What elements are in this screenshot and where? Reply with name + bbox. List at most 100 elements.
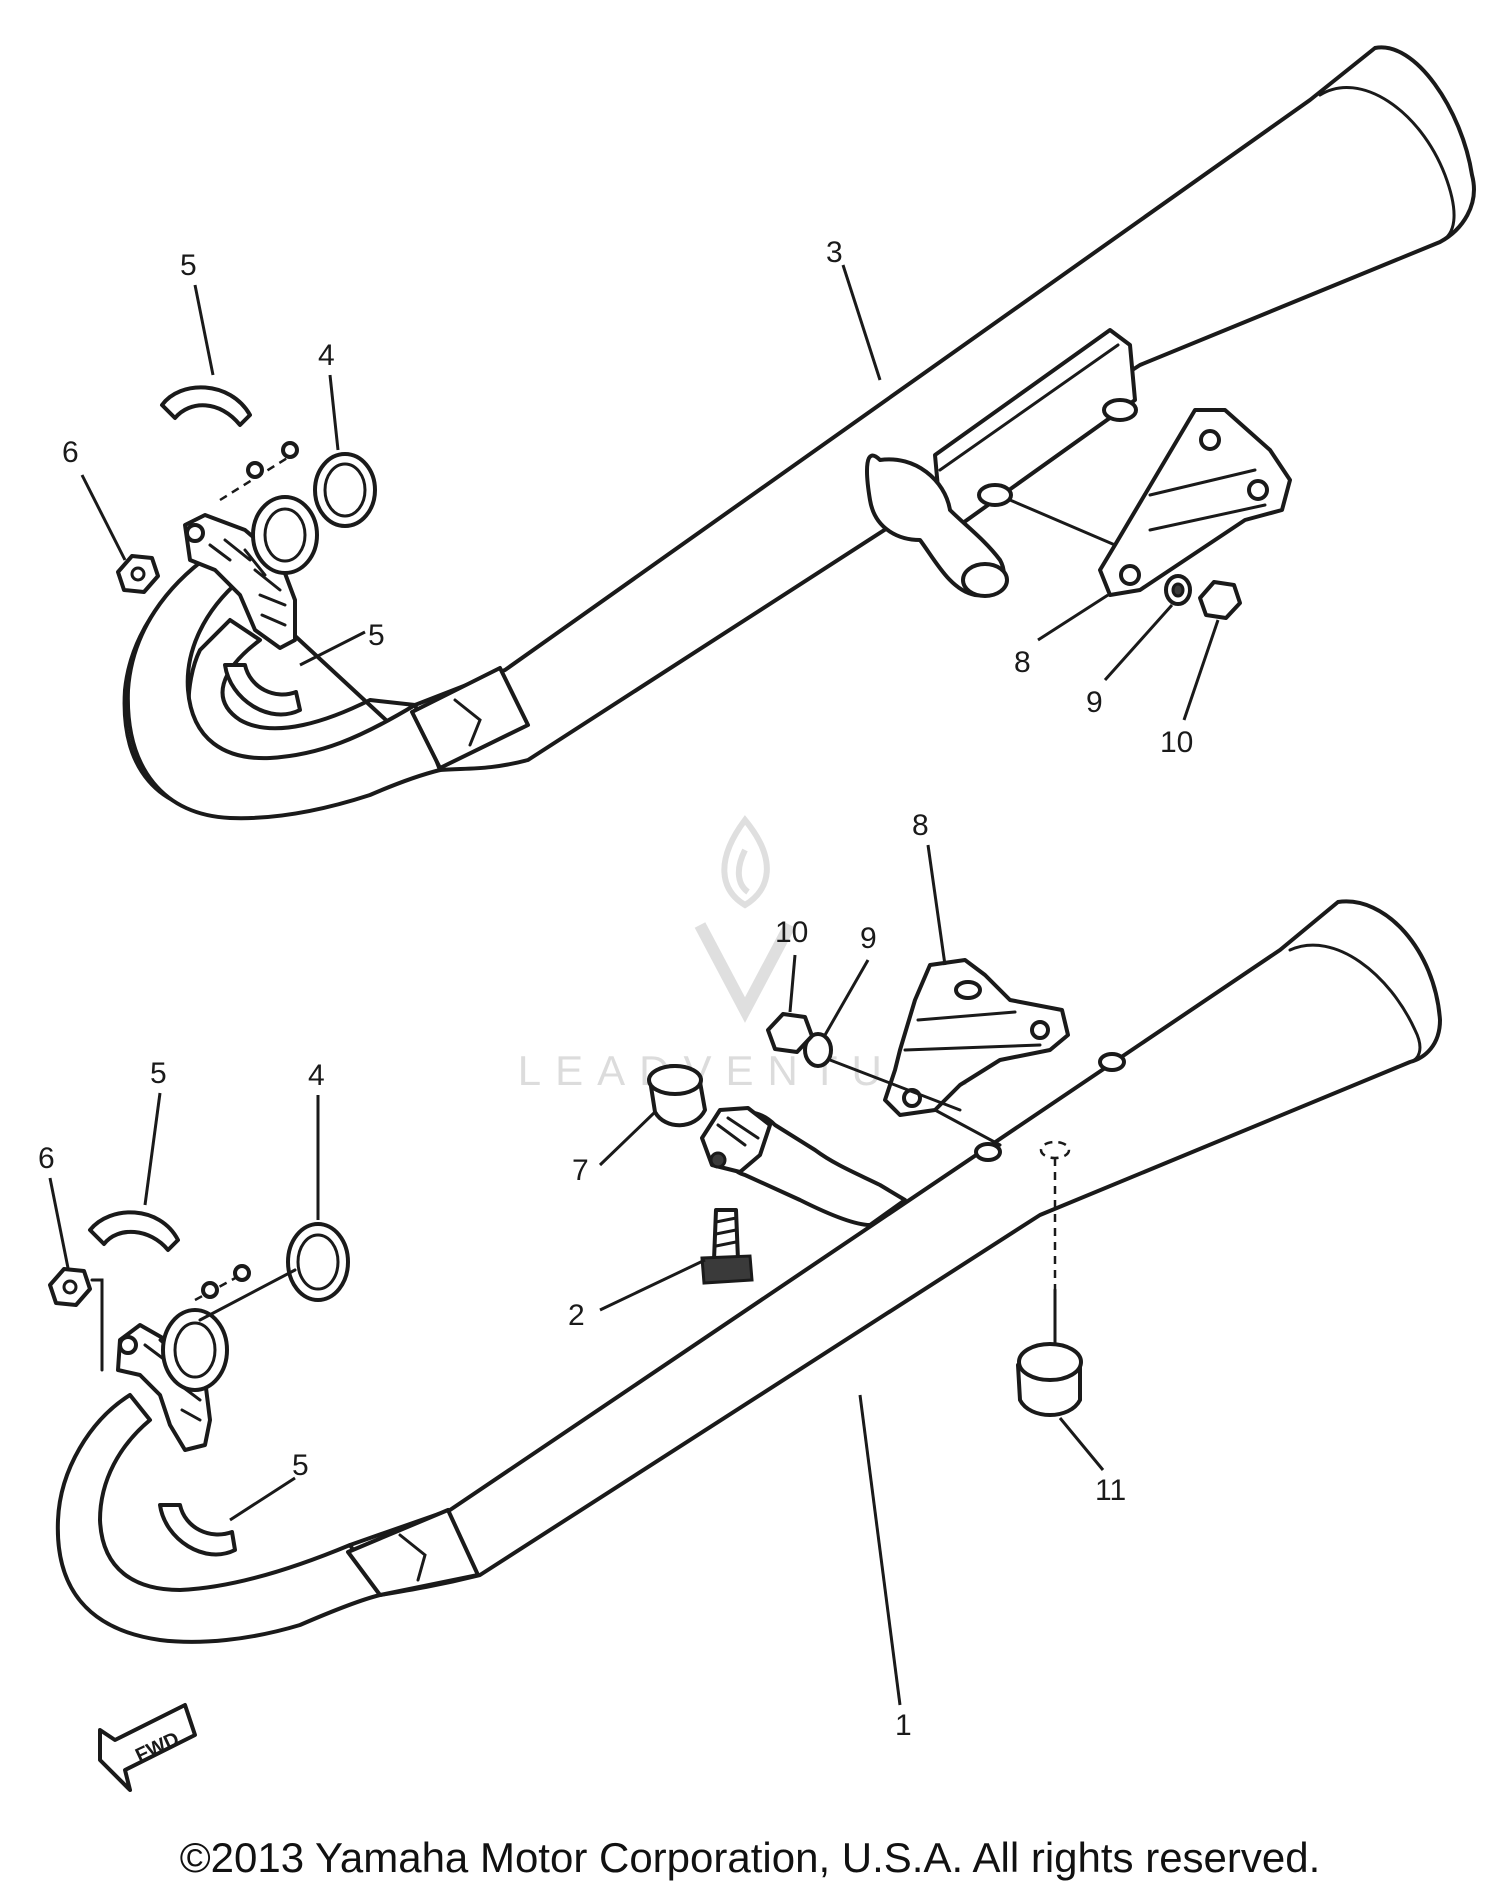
bottom-bushing-7-top xyxy=(647,1064,703,1096)
callout-bottom-9: 9 xyxy=(860,922,877,955)
leader-top-3 xyxy=(841,264,882,381)
callout-bottom-11: 11 xyxy=(1095,1474,1126,1507)
bottom-gasket-line xyxy=(198,1268,297,1322)
top-clamp-ribs xyxy=(208,538,287,627)
callouts-top: 5 4 6 5 3 8 9 10 xyxy=(62,236,1193,759)
bottom-flange-ribs xyxy=(716,1116,760,1147)
callout-top-3: 3 xyxy=(826,236,843,269)
leader-top-9 xyxy=(1103,604,1174,681)
callout-top-8: 8 xyxy=(1014,646,1031,679)
top-nut-6 xyxy=(116,554,160,594)
callout-bottom-5b: 5 xyxy=(292,1449,309,1482)
bottom-muffler-stud-2 xyxy=(974,1142,1002,1162)
bottom-mount-plate-fold xyxy=(903,1010,1042,1052)
top-body-bracket-edge xyxy=(938,343,1120,472)
bottom-half-ring-upper xyxy=(88,1210,180,1252)
bottom-gasket-4-inner xyxy=(296,1233,340,1291)
bottom-muffler-endcap xyxy=(1288,943,1422,1064)
leader-bottom-5b xyxy=(229,1476,296,1522)
top-head-pipe-outer xyxy=(125,553,442,821)
bottom-muffler-stud xyxy=(1098,1052,1126,1072)
top-muffler-endcap xyxy=(1318,85,1456,244)
bottom-mount-plate-hole-1 xyxy=(954,980,982,1000)
bottom-mount-plate xyxy=(883,958,1070,1117)
callout-bottom-6: 6 xyxy=(38,1142,55,1175)
bottom-muffler-body xyxy=(348,899,1442,1597)
top-crossover-stub-end xyxy=(961,562,1009,598)
callout-top-9: 9 xyxy=(1086,686,1103,719)
bottom-port-ring xyxy=(161,1308,229,1392)
callout-bottom-7: 7 xyxy=(572,1154,589,1187)
top-port-ring xyxy=(251,495,319,575)
leader-lines xyxy=(48,264,1220,1706)
top-muffler-body xyxy=(413,45,1476,772)
callout-top-6: 6 xyxy=(62,436,79,469)
bottom-joint-collar xyxy=(346,1508,480,1597)
bottom-nut-10 xyxy=(766,1012,814,1054)
top-mount-plate-fold xyxy=(1148,468,1267,532)
top-half-ring-upper xyxy=(160,385,252,427)
leader-bottom-2 xyxy=(599,1258,706,1312)
leader-bottom-5a xyxy=(143,1092,162,1206)
leader-bottom-8 xyxy=(926,844,947,966)
top-stud-boss-1 xyxy=(1102,398,1138,422)
top-port-ring-inner xyxy=(263,507,307,563)
callout-bottom-8: 8 xyxy=(912,809,929,842)
top-assembly-line xyxy=(1008,498,1117,547)
callout-top-10: 10 xyxy=(1160,726,1193,759)
bottom-stud-dot-1 xyxy=(201,1281,219,1299)
bottom-bolt-2-thread xyxy=(714,1216,738,1248)
bottom-bolt-2-head xyxy=(700,1254,754,1285)
callout-bottom-2: 2 xyxy=(568,1299,585,1332)
callout-top-5a: 5 xyxy=(180,249,197,282)
bottom-stud-dot-2 xyxy=(233,1264,251,1282)
bottom-half-ring-lower xyxy=(158,1503,237,1557)
leader-bottom-1 xyxy=(858,1394,902,1706)
bottom-clamp-bolt-hole xyxy=(118,1335,138,1355)
leader-bottom-10 xyxy=(788,954,797,1013)
bottom-assembly-line-2 xyxy=(933,1108,1002,1147)
bottom-exhaust-assembly xyxy=(48,899,1442,1644)
top-nut-6-hole xyxy=(130,566,146,582)
bottom-washer xyxy=(803,1032,833,1068)
copyright-notice: ©2013 Yamaha Motor Corporation, U.S.A. A… xyxy=(179,1834,1321,1881)
leader-top-4 xyxy=(328,374,340,451)
callout-bottom-4: 4 xyxy=(308,1059,325,1092)
callouts-bottom: 8 10 9 5 4 6 7 2 5 1 11 xyxy=(38,809,1126,1742)
callout-top-5b: 5 xyxy=(368,619,385,652)
bottom-flange-hole xyxy=(709,1151,727,1169)
top-mount-plate-hole-1 xyxy=(1199,429,1221,451)
bottom-nut-6-hole xyxy=(62,1279,78,1295)
callout-bottom-1: 1 xyxy=(895,1709,912,1742)
top-clamp-bolt-hole xyxy=(185,523,205,543)
bottom-port-ring-inner xyxy=(173,1321,217,1379)
leader-bottom-11 xyxy=(1058,1417,1105,1471)
leader-top-5a xyxy=(193,284,215,376)
top-stud-dot-2 xyxy=(281,441,299,459)
top-gasket-4-inner xyxy=(323,462,367,518)
leader-top-5b xyxy=(299,630,366,667)
top-mount-plate xyxy=(1098,408,1292,597)
fwd-arrow-shape xyxy=(98,1703,197,1792)
watermark-flame-icon xyxy=(721,815,770,909)
top-stud-boss-2 xyxy=(977,483,1013,507)
callout-bottom-10: 10 xyxy=(775,916,808,949)
bottom-joint-slit xyxy=(398,1533,427,1582)
leader-top-8 xyxy=(1037,593,1109,642)
watermark-v-icon xyxy=(694,922,796,1023)
bottom-head-pipe xyxy=(55,1393,382,1644)
top-stud-dot-1 xyxy=(246,461,264,479)
bottom-damper-11-top xyxy=(1017,1342,1083,1382)
fwd-arrow-icon: FWD xyxy=(98,1703,197,1792)
leader-top-6 xyxy=(80,474,127,561)
bottom-nut-6-bracket xyxy=(90,1278,104,1372)
top-joint-collar xyxy=(410,666,530,770)
top-nut-10 xyxy=(1198,580,1242,620)
bottom-mount-plate-hole-2 xyxy=(1030,1020,1050,1040)
top-joint-slit xyxy=(453,698,482,747)
leader-bottom-9 xyxy=(823,959,870,1036)
leader-bottom-7 xyxy=(598,1110,657,1167)
top-mount-plate-hole-3 xyxy=(1119,564,1141,586)
leader-top-10 xyxy=(1182,619,1220,721)
